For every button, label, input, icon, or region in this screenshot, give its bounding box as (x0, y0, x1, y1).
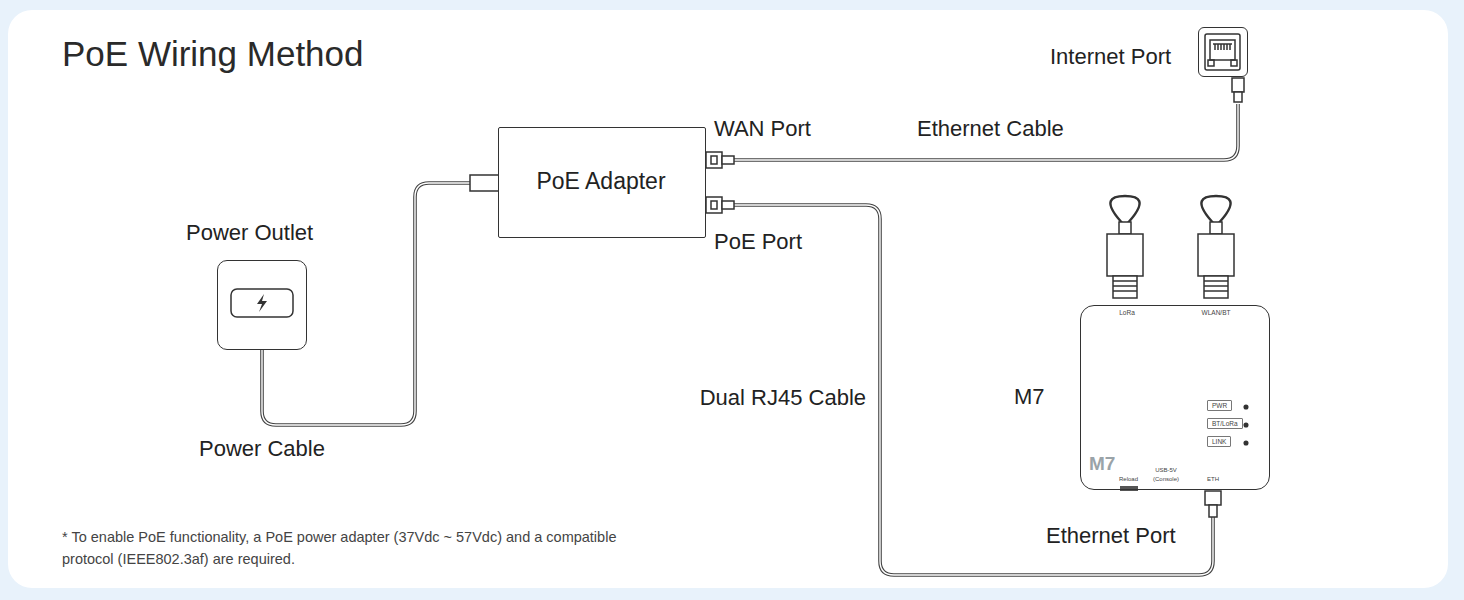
power-inlet (470, 175, 498, 191)
part-label: USB-5V (Console) (1146, 466, 1186, 485)
node-box: Power Outlet (180, 218, 340, 353)
lightning-symbol (257, 294, 267, 312)
rj45-plug (1205, 491, 1221, 517)
part-label: LoRa (1119, 309, 1135, 316)
part-label: M7 (1089, 453, 1115, 475)
background-panel (8, 10, 1448, 588)
node-box: Internet Port (1040, 25, 1250, 81)
antenna (1107, 196, 1143, 298)
led-dot (1244, 423, 1248, 427)
part-label: Reload (1119, 476, 1138, 482)
part-label: WLAN/BT (1202, 309, 1231, 316)
node-label: Internet Port (1050, 44, 1171, 70)
node-box: M7 (1000, 300, 1272, 492)
part-label: ETH (1207, 476, 1219, 482)
rj45-socket (1205, 34, 1244, 102)
antenna (1198, 196, 1234, 298)
led-dot (1244, 405, 1248, 409)
node-outline (1198, 27, 1248, 77)
part-label: Ethernet Port (1046, 523, 1176, 549)
node-label: M7 (1014, 384, 1045, 410)
part-label: PWR (1207, 400, 1232, 411)
node-label: PoE Adapter (536, 168, 665, 195)
socket (231, 289, 293, 317)
cable-label: Dual RJ45 Cable (698, 385, 868, 411)
led-dot (1244, 441, 1248, 445)
cable-label: Ethernet Cable (915, 116, 1066, 142)
part-label: BT/LoRa (1207, 418, 1243, 429)
node-outline (217, 260, 307, 350)
part-label: * To enable PoE functionality, a PoE pow… (62, 526, 652, 571)
part-label: WAN Port (714, 116, 811, 142)
part-label: PoE Port (714, 229, 802, 255)
node-box: PoE Adapter (498, 127, 706, 238)
rj45-plug (706, 152, 734, 168)
diagram-title: PoE Wiring Method (62, 34, 364, 74)
node-label: Power Outlet (186, 220, 313, 246)
node-outline: PoE Adapter (498, 127, 706, 238)
cable-label: Power Cable (197, 436, 327, 462)
part-label: LINK (1207, 436, 1231, 447)
rj45-plug (706, 197, 734, 213)
reload-button (1120, 486, 1138, 491)
